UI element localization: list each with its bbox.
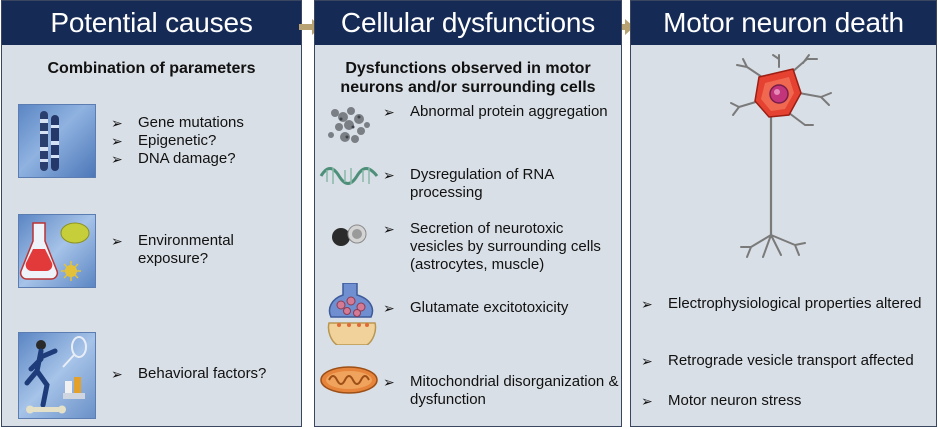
- bullet-arrow-icon: ➢: [641, 353, 653, 369]
- panel-motor-neuron-death: Motor neuron death ➢Electrophysiological…: [630, 0, 937, 427]
- bullet-arrow-icon: ➢: [383, 104, 395, 120]
- panel-title: Cellular dysfunctions: [315, 1, 621, 45]
- list-item: ➢Glutamate excitotoxicity: [383, 299, 569, 316]
- panel-cellular-dysfunctions: Cellular dysfunctions Dysfunctions obser…: [314, 0, 622, 427]
- panel-subtitle: Combination of parameters: [47, 60, 256, 77]
- list-item: ➢Epigenetic?: [111, 132, 217, 149]
- list-item: ➢Mitochondrial disorganization & dysfunc…: [383, 373, 619, 408]
- bullet-arrow-icon: ➢: [111, 151, 123, 167]
- panel-subtitle: Dysfunctions observed in motor neurons a…: [340, 60, 596, 96]
- list-item: ➢Environmental exposure?: [111, 232, 234, 267]
- bullet-arrow-icon: ➢: [111, 115, 123, 131]
- flow-arrow-icon: [612, 19, 634, 35]
- list-item: ➢Abnormal protein aggregation: [383, 103, 608, 120]
- bullet-arrow-icon: ➢: [383, 167, 395, 183]
- list-item: ➢Dysregulation of RNA processing: [383, 166, 554, 201]
- list-item: ➢Gene mutations: [111, 114, 244, 131]
- rna-icon: [319, 167, 379, 185]
- list-item: ➢Electrophysiological properties altered: [641, 295, 922, 312]
- bullet-arrow-icon: ➢: [383, 300, 395, 316]
- panel-potential-causes: Potential causes Combination of paramete…: [1, 0, 302, 427]
- list-item: ➢Behavioral factors?: [111, 365, 267, 382]
- bullet-arrow-icon: ➢: [383, 221, 395, 237]
- vesicle-icon: [332, 224, 367, 246]
- list-item: ➢Motor neuron stress: [641, 392, 802, 409]
- bullet-arrow-icon: ➢: [641, 393, 653, 409]
- dysfunction-item: ➢Glutamate excitotoxicity: [383, 299, 613, 317]
- behavior-factor-list: ➢Behavioral factors?: [111, 365, 266, 383]
- dysfunction-item: ➢Dysregulation of RNA processing: [383, 166, 613, 202]
- panel-title: Potential causes: [2, 1, 301, 45]
- runner-icon: [18, 332, 96, 419]
- motor-neuron-icon: [730, 54, 832, 258]
- bullet-arrow-icon: ➢: [111, 366, 123, 382]
- bullet-arrow-icon: ➢: [641, 296, 653, 312]
- dysfunction-item: ➢Mitochondrial disorganization & dysfunc…: [383, 373, 619, 409]
- list-item: ➢DNA damage?: [111, 150, 236, 167]
- bullet-arrow-icon: ➢: [111, 233, 123, 249]
- bullet-arrow-icon: ➢: [383, 374, 395, 390]
- environment-factor-list: ➢Environmental exposure?: [111, 232, 268, 268]
- panel-title: Motor neuron death: [631, 1, 936, 45]
- gene-factor-list: ➢Gene mutations ➢Epigenetic? ➢DNA damage…: [111, 114, 244, 168]
- synapse-icon: [327, 283, 377, 345]
- dysfunction-item: ➢Abnormal protein aggregation: [383, 103, 613, 121]
- chromosome-icon: [18, 104, 96, 178]
- bullet-arrow-icon: ➢: [111, 133, 123, 149]
- dysfunction-item: ➢Secretion of neurotoxic vesicles by sur…: [383, 220, 619, 274]
- list-item: ➢Secretion of neurotoxic vesicles by sur…: [383, 220, 601, 273]
- protein-aggregate-icon: [328, 107, 370, 143]
- neuron-death-item: ➢Motor neuron stress: [641, 392, 931, 410]
- neuron-death-item: ➢Retrograde vesicle transport affected: [641, 352, 931, 370]
- environment-icon: [18, 214, 96, 288]
- list-item: ➢Retrograde vesicle transport affected: [641, 352, 914, 369]
- neuron-death-item: ➢Electrophysiological properties altered: [641, 295, 931, 313]
- mitochondrion-icon: [320, 366, 378, 394]
